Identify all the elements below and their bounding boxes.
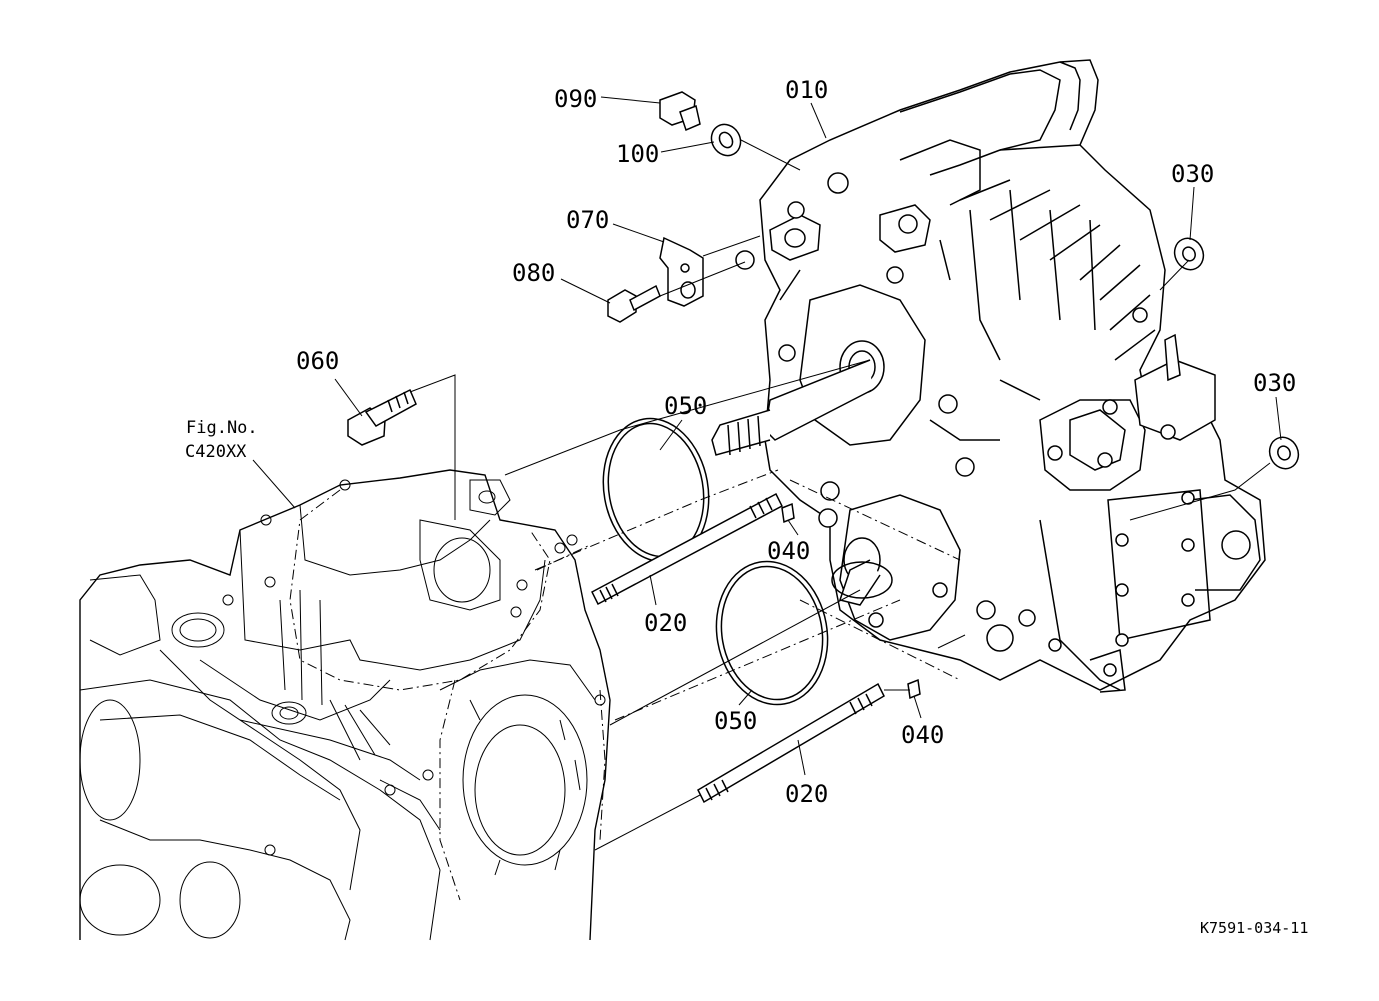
bolt-080 (607, 284, 661, 323)
washer-100 (710, 123, 742, 157)
callout-070: 070 (566, 206, 609, 234)
callout-100: 100 (616, 140, 659, 168)
bracket-070 (659, 236, 704, 307)
figure-reference: Fig.No. C420XX (185, 418, 258, 462)
callout-050-lower: 050 (714, 707, 757, 735)
alignment-lines (409, 139, 1271, 851)
callout-040-lower: 040 (901, 721, 944, 749)
hst-bolt-heads (735, 172, 1195, 677)
figure-reference-label: Fig.No. (186, 418, 258, 438)
callout-020-lower: 020 (785, 780, 828, 808)
stud-020-lower (697, 682, 885, 804)
callout-030-upper: 030 (1171, 160, 1214, 188)
hydrostatic-transmission-assembly (711, 59, 1266, 693)
nut-030-upper (1173, 237, 1205, 271)
callout-050-upper: 050 (664, 392, 707, 420)
callout-040-upper: 040 (767, 537, 810, 565)
callout-030-lower: 030 (1253, 369, 1296, 397)
drawing-code: K7591-034-11 (1200, 919, 1308, 937)
callout-060: 060 (296, 347, 339, 375)
o-ring-050-lower (715, 560, 829, 706)
stud-020-upper (591, 492, 783, 606)
plug-090 (659, 91, 701, 132)
callout-labels: 010 090 100 070 080 060 030 030 050 050 … (296, 76, 1296, 808)
pin-040-upper (781, 502, 795, 524)
callout-080: 080 (512, 259, 555, 287)
leader-lines (252, 96, 1282, 776)
callout-090: 090 (554, 85, 597, 113)
callout-010: 010 (785, 76, 828, 104)
callout-020-upper: 020 (644, 609, 687, 637)
figure-reference-number: C420XX (185, 442, 247, 462)
bolt-060 (347, 388, 417, 446)
transmission-case-drawing (79, 469, 611, 941)
pin-040-lower (907, 678, 921, 700)
nut-030-lower (1268, 436, 1300, 470)
